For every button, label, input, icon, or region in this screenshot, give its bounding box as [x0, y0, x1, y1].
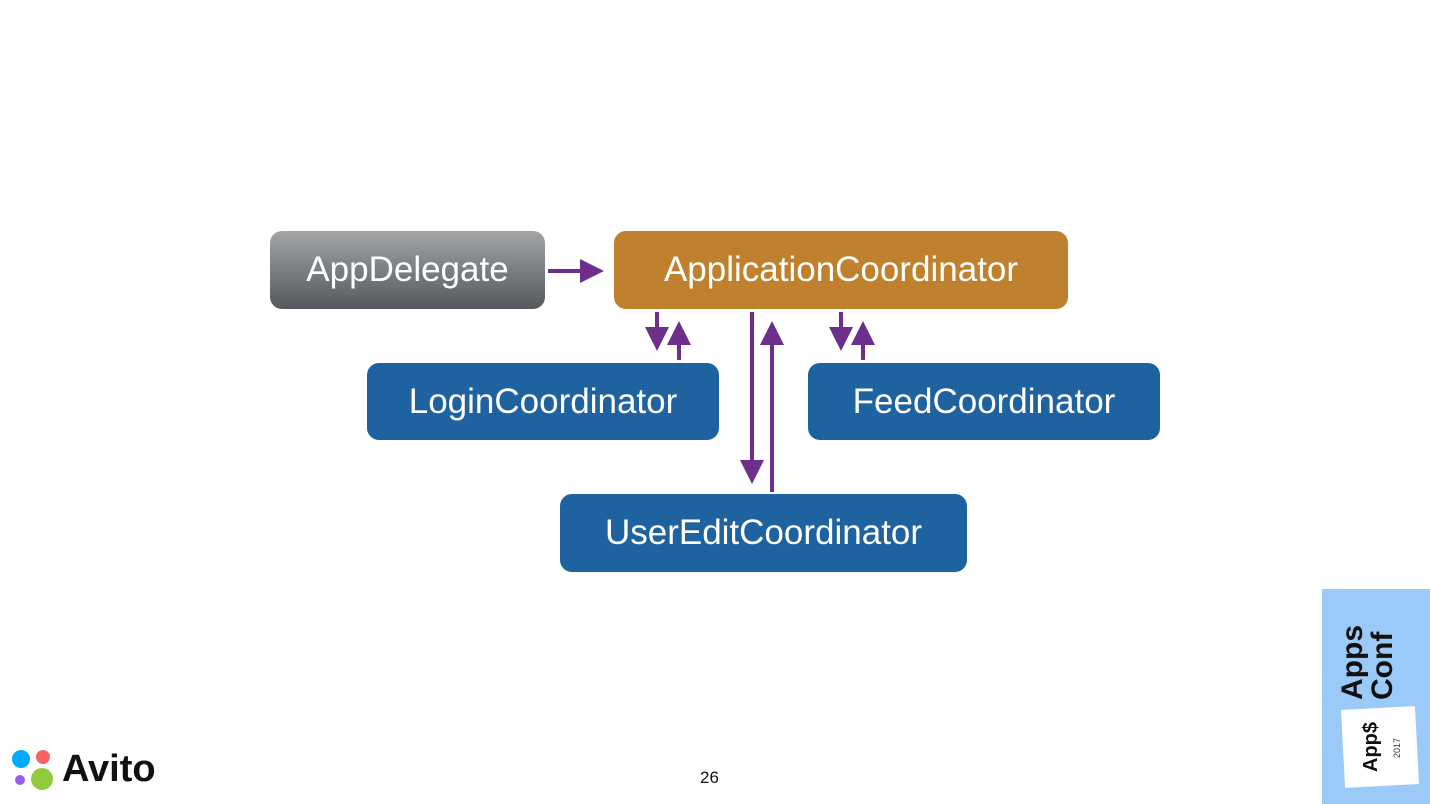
node-label: LoginCoordinator: [408, 381, 678, 421]
node-label: ApplicationCoordinator: [663, 250, 1019, 289]
node-label: FeedCoordinator: [852, 381, 1116, 421]
node-app-delegate: AppDelegate: [270, 231, 545, 309]
node-label: AppDelegate: [306, 250, 509, 289]
page-number: 26: [700, 768, 719, 787]
avito-logo-icon: [12, 750, 53, 790]
appsconf-year: 2017: [1392, 737, 1402, 758]
avito-logo-text: Avito: [62, 748, 156, 790]
node-login-coordinator: LoginCoordinator: [367, 363, 719, 440]
appsconf-badge-text: App$: [1360, 722, 1382, 772]
node-feed-coordinator: FeedCoordinator: [808, 363, 1160, 440]
node-label: UserEditCoordinator: [604, 513, 923, 552]
node-user-edit-coordinator: UserEditCoordinator: [560, 494, 967, 572]
node-application-coordinator: ApplicationCoordinator: [614, 231, 1068, 309]
